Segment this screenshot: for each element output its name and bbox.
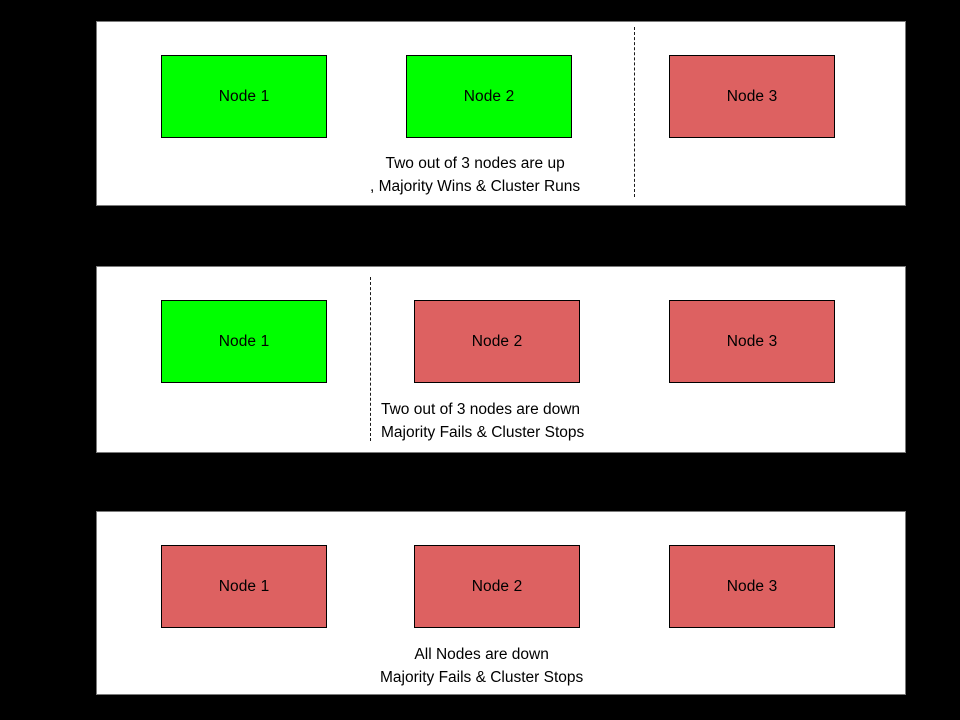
node-box-label: Node 3 — [726, 87, 778, 105]
node-box-2[interactable]: Node 2 — [414, 300, 580, 383]
node-box-3[interactable]: Node 3 — [669, 55, 835, 138]
caption-line-1: All Nodes are down — [414, 646, 549, 663]
node-box-label: Node 1 — [218, 332, 270, 350]
scenario-panel-all-down: Node 1 Node 2 Node 3 All Nodes are down … — [96, 511, 906, 695]
node-box-1[interactable]: Node 1 — [161, 55, 327, 138]
scenario-caption: All Nodes are down Majority Fails & Clus… — [380, 643, 583, 689]
caption-line-1: Two out of 3 nodes are up — [385, 155, 565, 172]
node-box-label: Node 1 — [218, 87, 270, 105]
quorum-divider-dashed-line — [634, 27, 635, 197]
node-box-label: Node 3 — [726, 577, 778, 595]
node-box-1[interactable]: Node 1 — [161, 545, 327, 628]
caption-line-2: Majority Fails & Cluster Stops — [381, 424, 585, 441]
node-box-label: Node 1 — [218, 577, 270, 595]
node-box-label: Node 2 — [471, 577, 523, 595]
caption-line-2: , Majority Wins & Cluster Runs — [370, 178, 581, 195]
scenario-panel-two-down: Node 1 Node 2 Node 3 Two out of 3 nodes … — [96, 266, 906, 453]
node-box-3[interactable]: Node 3 — [669, 545, 835, 628]
quorum-divider-dashed-line — [370, 277, 371, 441]
node-box-2[interactable]: Node 2 — [414, 545, 580, 628]
node-box-label: Node 2 — [471, 332, 523, 350]
scenario-caption: Two out of 3 nodes are up , Majority Win… — [370, 152, 580, 198]
node-box-2[interactable]: Node 2 — [406, 55, 572, 138]
node-box-1[interactable]: Node 1 — [161, 300, 327, 383]
scenario-caption: Two out of 3 nodes are down Majority Fai… — [381, 398, 584, 444]
caption-line-2: Majority Fails & Cluster Stops — [380, 669, 584, 686]
caption-line-1: Two out of 3 nodes are down — [381, 401, 581, 418]
node-box-label: Node 2 — [463, 87, 515, 105]
node-box-label: Node 3 — [726, 332, 778, 350]
node-box-3[interactable]: Node 3 — [669, 300, 835, 383]
scenario-panel-two-up: Node 1 Node 2 Node 3 Two out of 3 nodes … — [96, 21, 906, 206]
